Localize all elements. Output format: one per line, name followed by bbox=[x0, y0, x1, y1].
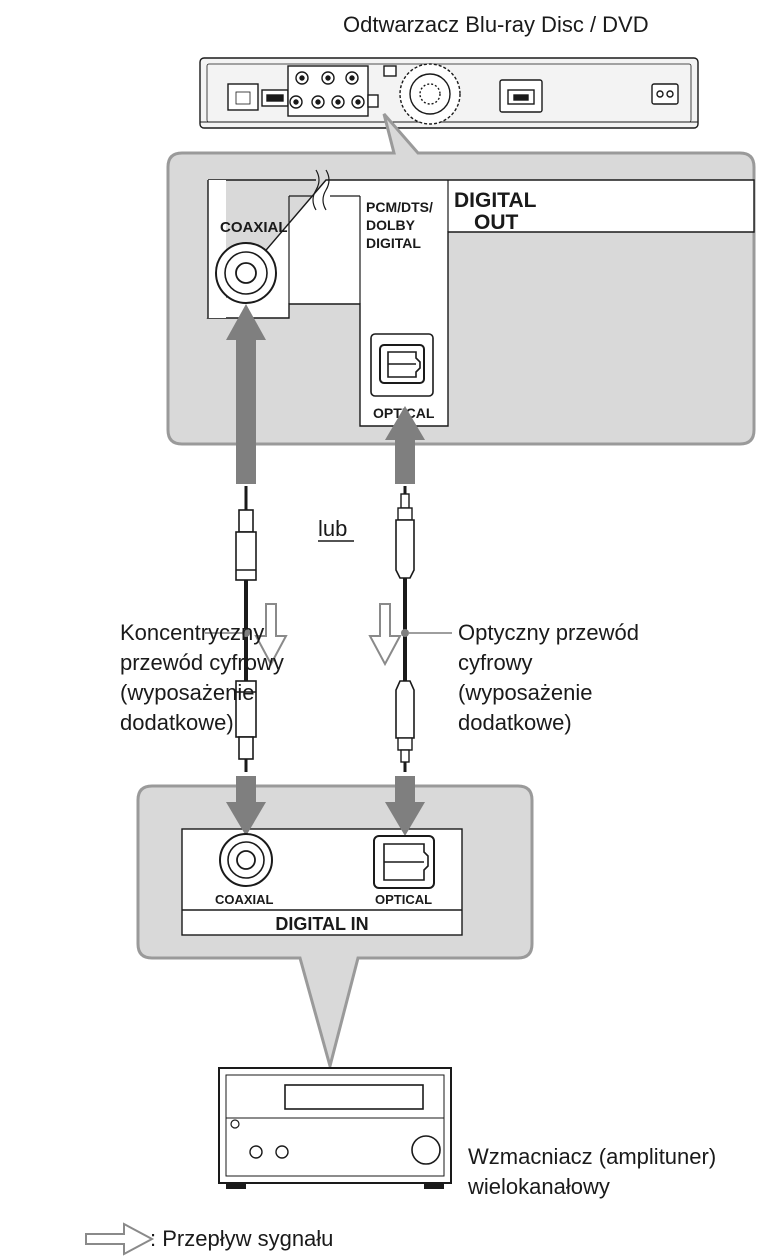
player-format-line-1: PCM/DTS/ bbox=[366, 199, 433, 215]
or-label: lub bbox=[318, 516, 347, 541]
amp-optical-jack bbox=[373, 835, 435, 889]
amplifier-label-1: Wzmacniacz (amplituner) bbox=[468, 1144, 716, 1169]
coaxial-cable-label-2: przewód cyfrowy bbox=[120, 650, 284, 675]
digital-out-label-1: DIGITAL bbox=[454, 189, 537, 212]
coaxial-cable-label-3: (wyposażenie bbox=[120, 680, 255, 705]
player-title: Odtwarzacz Blu-ray Disc / DVD bbox=[343, 12, 649, 37]
player-format-line-2: DOLBY bbox=[366, 217, 416, 233]
coaxial-cable-label-1: Koncentryczny bbox=[120, 620, 264, 645]
av-receiver bbox=[218, 1067, 452, 1189]
coaxial-cable bbox=[235, 486, 257, 772]
bluray-player bbox=[199, 57, 699, 129]
signal-flow-arrow-coaxial bbox=[254, 603, 288, 667]
optical-arrow-up bbox=[385, 406, 425, 484]
coaxial-cable-label-4: dodatkowe) bbox=[120, 710, 234, 735]
player-coaxial-jack bbox=[215, 242, 277, 304]
coaxial-arrow-down bbox=[226, 776, 266, 836]
optical-cable-label-4: dodatkowe) bbox=[458, 710, 572, 735]
optical-cable-label-1: Optyczny przewód bbox=[458, 620, 639, 645]
player-optical-jack bbox=[370, 333, 434, 397]
optical-cable bbox=[395, 486, 415, 772]
digital-in-label: DIGITAL IN bbox=[275, 914, 368, 934]
player-coaxial-label: COAXIAL bbox=[220, 219, 288, 236]
amp-optical-label: OPTICAL bbox=[375, 892, 432, 907]
amplifier-label-2: wielokanałowy bbox=[467, 1174, 610, 1199]
amp-coaxial-jack bbox=[219, 833, 273, 887]
signal-flow-legend-icon bbox=[85, 1222, 155, 1256]
optical-cable-label-3: (wyposażenie bbox=[458, 680, 593, 705]
player-format-line-3: DIGITAL bbox=[366, 235, 421, 251]
digital-out-label-2: OUT bbox=[474, 211, 519, 234]
optical-cable-label-2: cyfrowy bbox=[458, 650, 533, 675]
amp-coaxial-label: COAXIAL bbox=[215, 892, 274, 907]
legend-text: : Przepływ sygnału bbox=[150, 1226, 333, 1251]
optical-arrow-down bbox=[385, 776, 425, 836]
signal-flow-arrow-optical bbox=[368, 603, 402, 667]
coaxial-arrow-up bbox=[226, 304, 266, 484]
